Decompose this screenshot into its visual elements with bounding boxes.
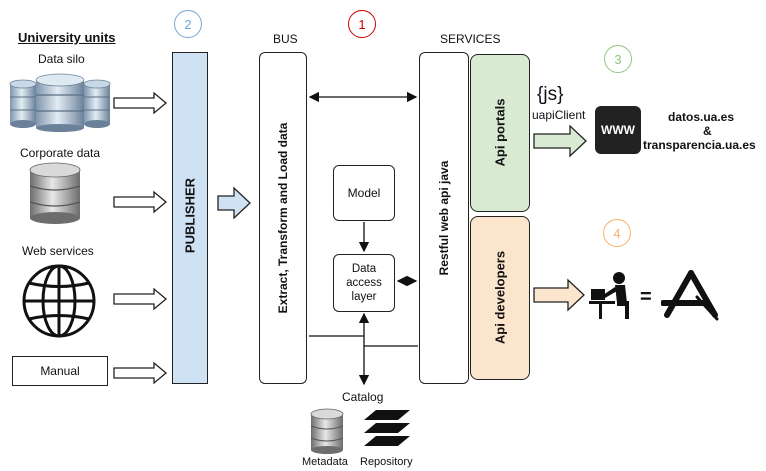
- database-icon: [29, 162, 81, 224]
- js-badge: {js}: [537, 84, 564, 105]
- site-datos: datos.ua.es: [668, 110, 735, 124]
- step-4-circle: 4: [603, 219, 631, 247]
- manual-box: Manual: [12, 356, 108, 386]
- university-units-title: University units: [18, 30, 116, 45]
- api-developers-box[interactable]: [470, 216, 530, 380]
- data-access-layer-box: Data access layer: [333, 254, 395, 312]
- site-transparencia: transparencia.ua.es: [643, 138, 756, 152]
- www-label: WWW: [601, 123, 635, 137]
- step-3-number: 3: [614, 51, 622, 67]
- data-silo-label: Data silo: [38, 52, 85, 66]
- catalog-label: Catalog: [342, 390, 384, 404]
- developer-at-computer-icon: [589, 272, 629, 319]
- corporate-data-label: Corporate data: [20, 146, 101, 160]
- services-header: SERVICES: [440, 32, 501, 46]
- model-box: Model: [333, 165, 395, 221]
- step-3-circle: 3: [604, 45, 632, 73]
- etl-bar: [259, 52, 307, 384]
- publisher-bar: [172, 52, 208, 384]
- site-amp: &: [703, 124, 712, 138]
- uapiclient-label: uapiClient: [532, 108, 586, 122]
- step-2-circle: 2: [174, 10, 202, 38]
- step-1-circle: 1: [348, 10, 376, 38]
- equals-sign: =: [640, 286, 652, 308]
- repository-layers-icon: [364, 410, 410, 446]
- manual-label: Manual: [40, 364, 80, 378]
- step-1-number: 1: [358, 16, 366, 32]
- data-silo-icon: [9, 73, 111, 132]
- step-4-number: 4: [613, 225, 621, 241]
- api-portals-box[interactable]: [470, 54, 530, 212]
- web-services-label: Web services: [22, 244, 94, 258]
- restful-bar: [419, 52, 469, 384]
- metadata-database-icon: [310, 408, 344, 454]
- repository-label: Repository: [360, 456, 413, 468]
- data-access-layer-label: Data access layer: [346, 263, 382, 303]
- bus-header: BUS: [273, 32, 298, 46]
- app-store-icon: [661, 270, 719, 321]
- model-label: Model: [347, 186, 381, 200]
- metadata-label: Metadata: [302, 456, 348, 468]
- globe-icon: [22, 264, 96, 338]
- step-2-number: 2: [184, 16, 192, 32]
- www-icon: WWW: [595, 106, 641, 154]
